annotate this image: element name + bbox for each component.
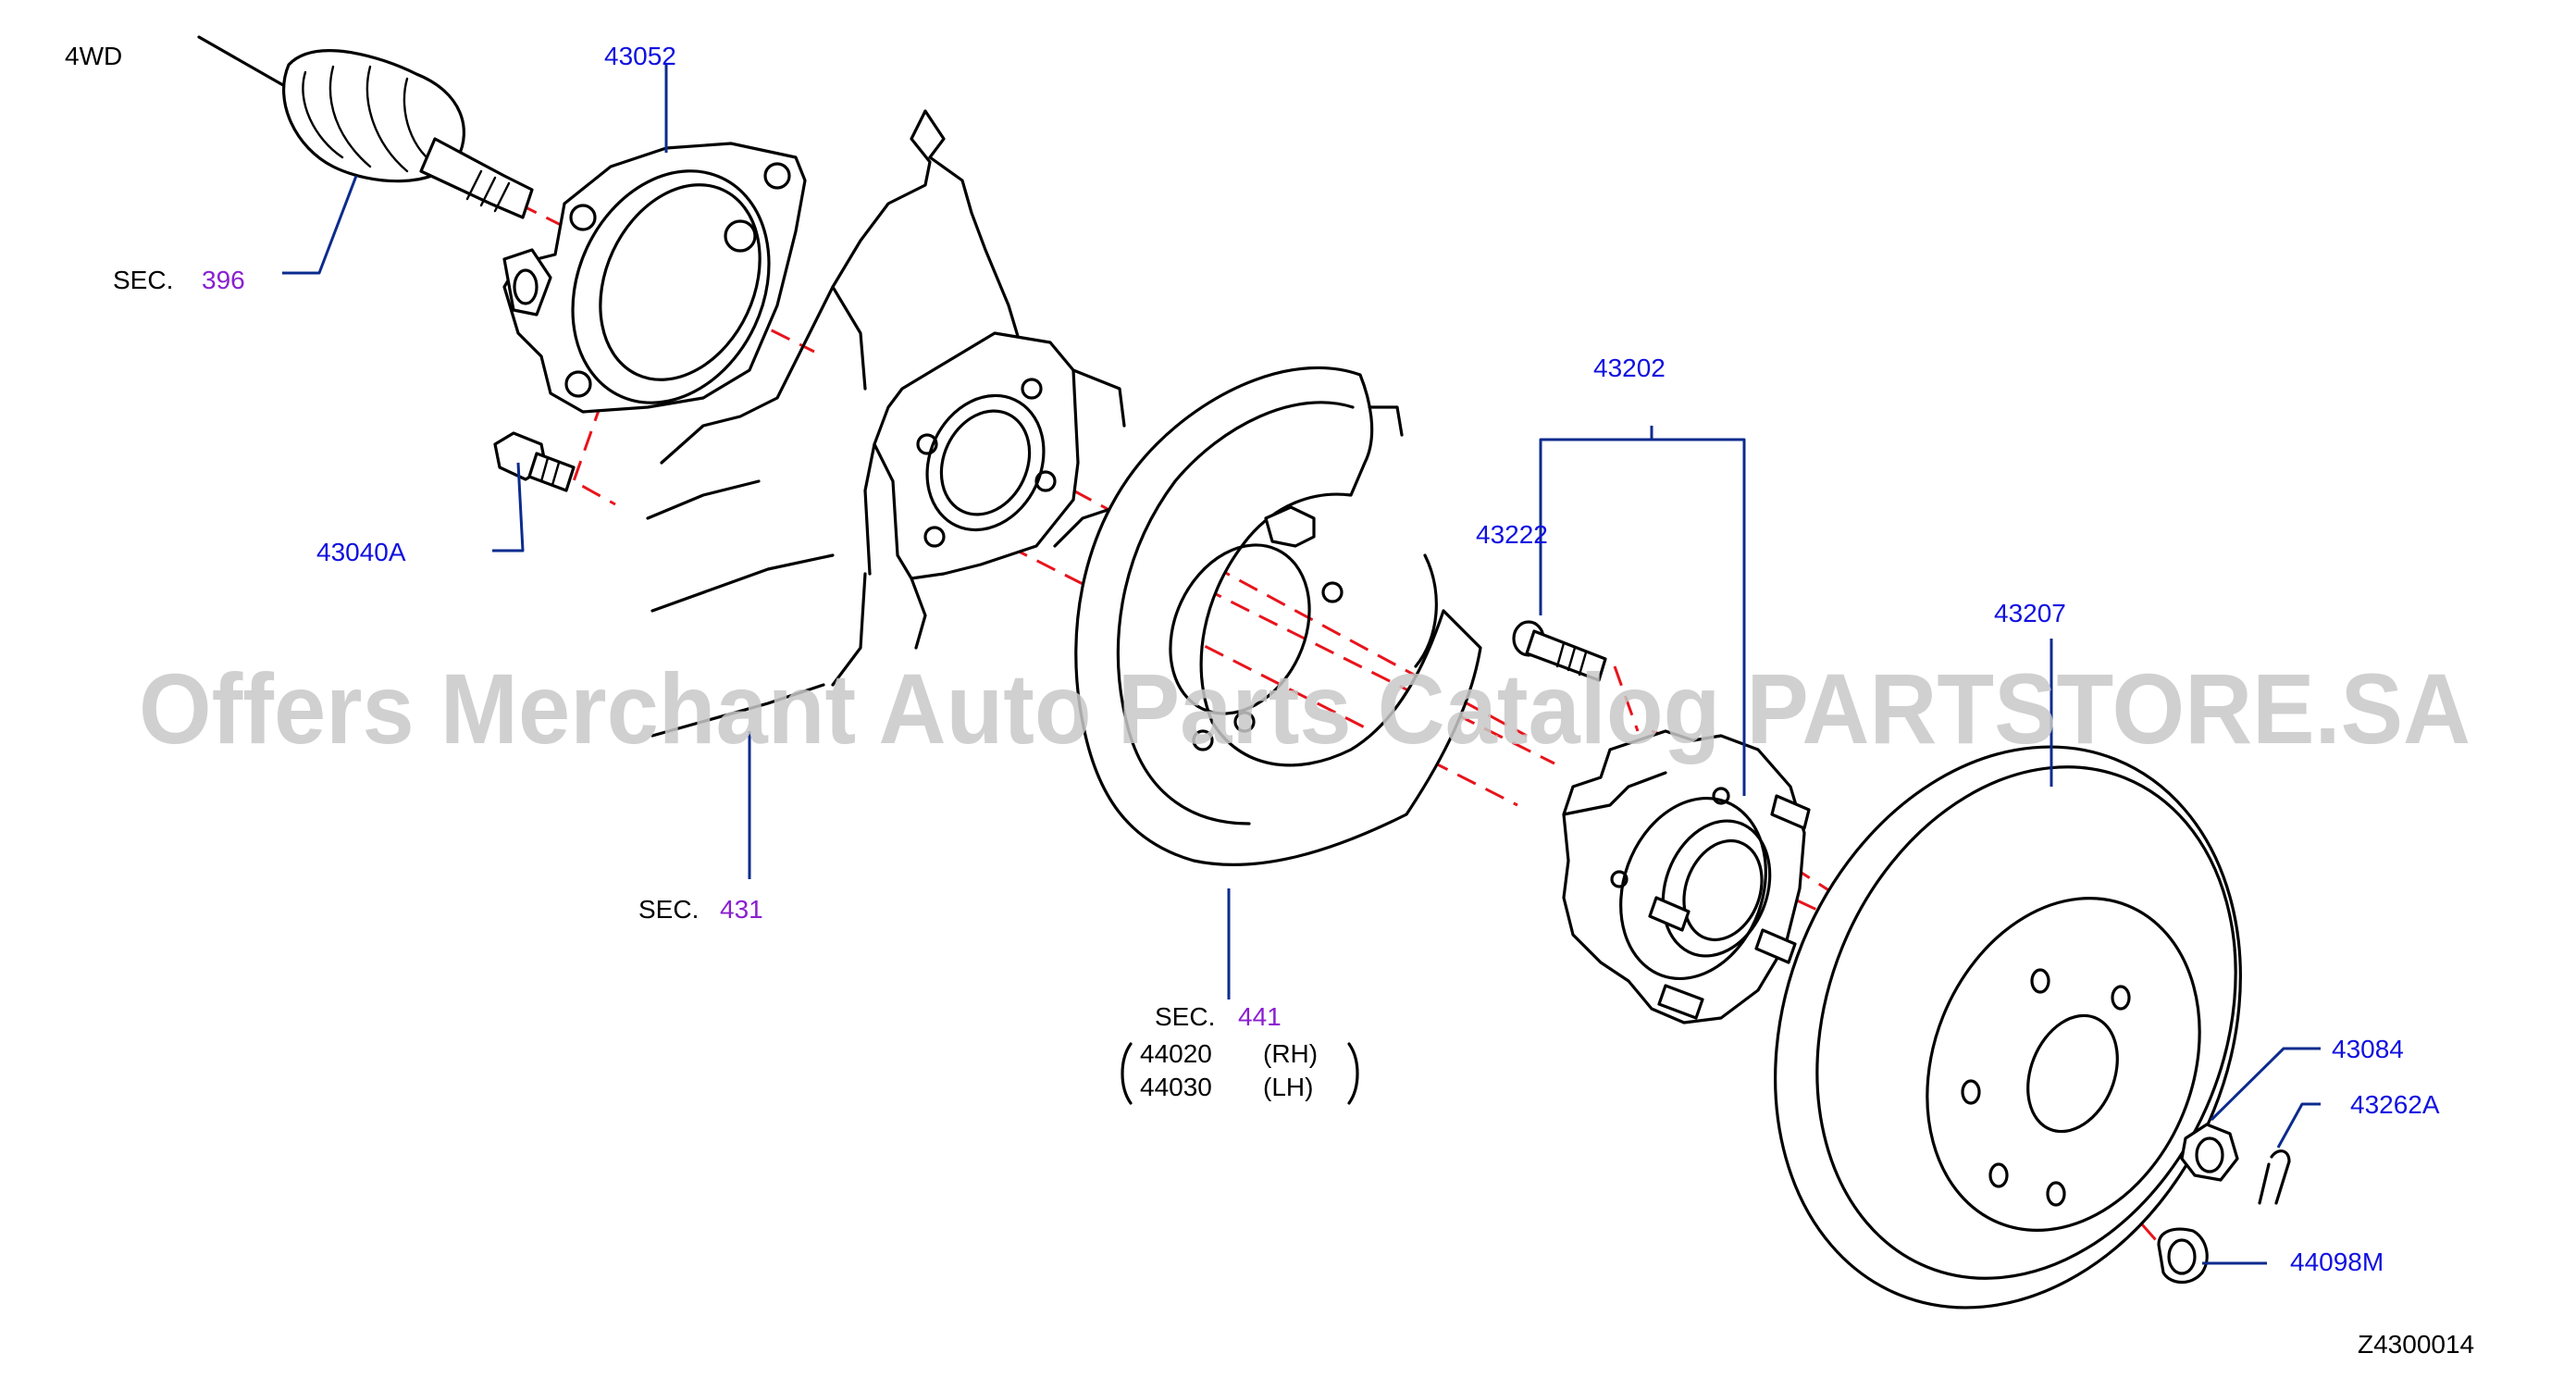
part-number-43052[interactable]: 43052 xyxy=(604,42,676,70)
part-number-43222[interactable]: 43222 xyxy=(1476,520,1548,549)
variant-label: 4WD xyxy=(65,42,122,70)
cap-44098m xyxy=(2157,1227,2209,1285)
part-number-43207[interactable]: 43207 xyxy=(1994,599,2066,627)
part-number-43202[interactable]: 43202 xyxy=(1593,354,1666,382)
baffle-rh-side: (RH) xyxy=(1263,1039,1318,1068)
sec-prefix-431: SEC. xyxy=(638,895,699,924)
nut-43084 xyxy=(2180,1123,2239,1182)
drive-shaft xyxy=(197,35,534,219)
rh-lh-brackets xyxy=(1121,1042,1359,1105)
baffle-rh-number: 44020 xyxy=(1140,1039,1212,1068)
knuckle xyxy=(646,109,1126,738)
section-ref-441[interactable]: 441 xyxy=(1238,1002,1282,1031)
sec-prefix-396: SEC. xyxy=(113,266,173,294)
hub-assembly xyxy=(1562,729,1811,1024)
section-ref-396[interactable]: 396 xyxy=(202,266,245,294)
sec-prefix-441: SEC. xyxy=(1155,1002,1215,1031)
part-number-43262a[interactable]: 43262A xyxy=(2350,1090,2440,1119)
section-ref-431[interactable]: 431 xyxy=(720,895,763,924)
watermark: Offers Merchant Auto Parts Catalog PARTS… xyxy=(139,652,2471,764)
seal-adapter-plate xyxy=(502,142,807,414)
hub-bolt-43222 xyxy=(1512,620,1607,682)
baffle-lh-side: (LH) xyxy=(1263,1073,1313,1101)
part-number-44098m[interactable]: 44098M xyxy=(2290,1248,2384,1276)
bolt-43040a xyxy=(493,431,576,492)
cotter-pin xyxy=(2258,1149,2291,1205)
part-number-43040a[interactable]: 43040A xyxy=(316,538,406,566)
baffle-plate xyxy=(1074,366,1482,866)
disc-rotor xyxy=(1774,745,2242,1310)
baffle-lh-number: 44030 xyxy=(1140,1073,1212,1101)
figure-code: Z4300014 xyxy=(2358,1330,2474,1359)
leader-lines xyxy=(282,63,2321,1265)
part-number-43084[interactable]: 43084 xyxy=(2332,1035,2404,1063)
